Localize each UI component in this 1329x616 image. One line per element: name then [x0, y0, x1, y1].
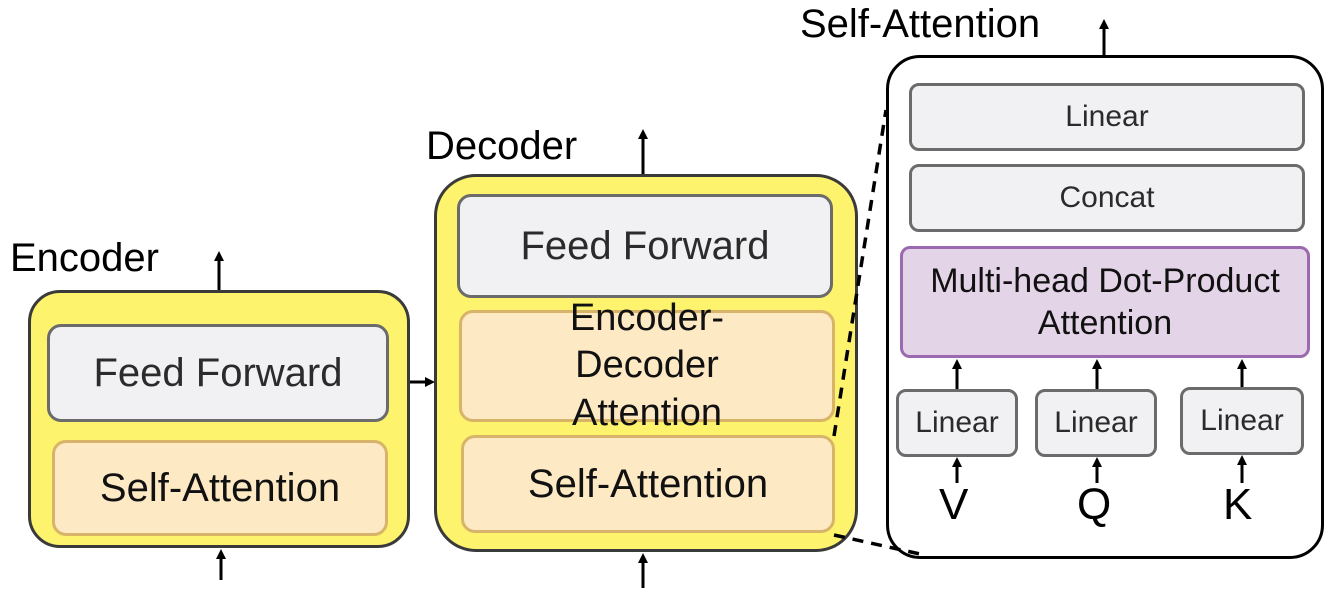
linear-output: Linear [909, 83, 1305, 151]
linear-k: Linear [1180, 387, 1304, 455]
decoder-self-attention-label: Self-Attention [527, 462, 769, 506]
decoder-feed-forward-label: Feed Forward [520, 224, 770, 268]
self-attention-detail-title: Self-Attention [800, 2, 1041, 46]
linear-v: Linear [896, 389, 1018, 457]
concat-label: Concat [1059, 181, 1155, 215]
encoder-title: Encoder [10, 236, 159, 280]
multi-head-attention: Multi-head Dot-Product Attention [900, 246, 1310, 358]
encoder-self-attention-label: Self-Attention [99, 466, 341, 510]
linear-q: Linear [1035, 389, 1157, 457]
decoder-feed-forward: Feed Forward [457, 194, 833, 298]
encoder-self-attention: Self-Attention [52, 440, 388, 536]
encoder-block: Feed Forward Self-Attention [28, 290, 410, 548]
encoder-feed-forward-label: Feed Forward [93, 351, 343, 395]
input-q: Q [1077, 480, 1112, 529]
encoder-feed-forward: Feed Forward [47, 324, 389, 422]
linear-q-label: Linear [1054, 406, 1138, 440]
decoder-enc-dec-attention: Encoder-Decoder Attention [459, 297, 835, 434]
linear-k-label: Linear [1200, 404, 1284, 438]
linear-output-label: Linear [1065, 100, 1149, 134]
decoder-block: Feed Forward Encoder-Decoder Attention S… [434, 174, 858, 552]
decoder-enc-dec-attention-label: Encoder-Decoder Attention [569, 296, 725, 434]
concat-block: Concat [909, 164, 1305, 232]
linear-v-label: Linear [915, 406, 999, 440]
decoder-self-attention: Self-Attention [461, 435, 835, 533]
decoder-title: Decoder [426, 124, 578, 168]
input-k: K [1223, 480, 1253, 529]
input-v: V [939, 480, 969, 529]
multi-head-attention-label: Multi-head Dot-Product Attention [930, 261, 1280, 343]
